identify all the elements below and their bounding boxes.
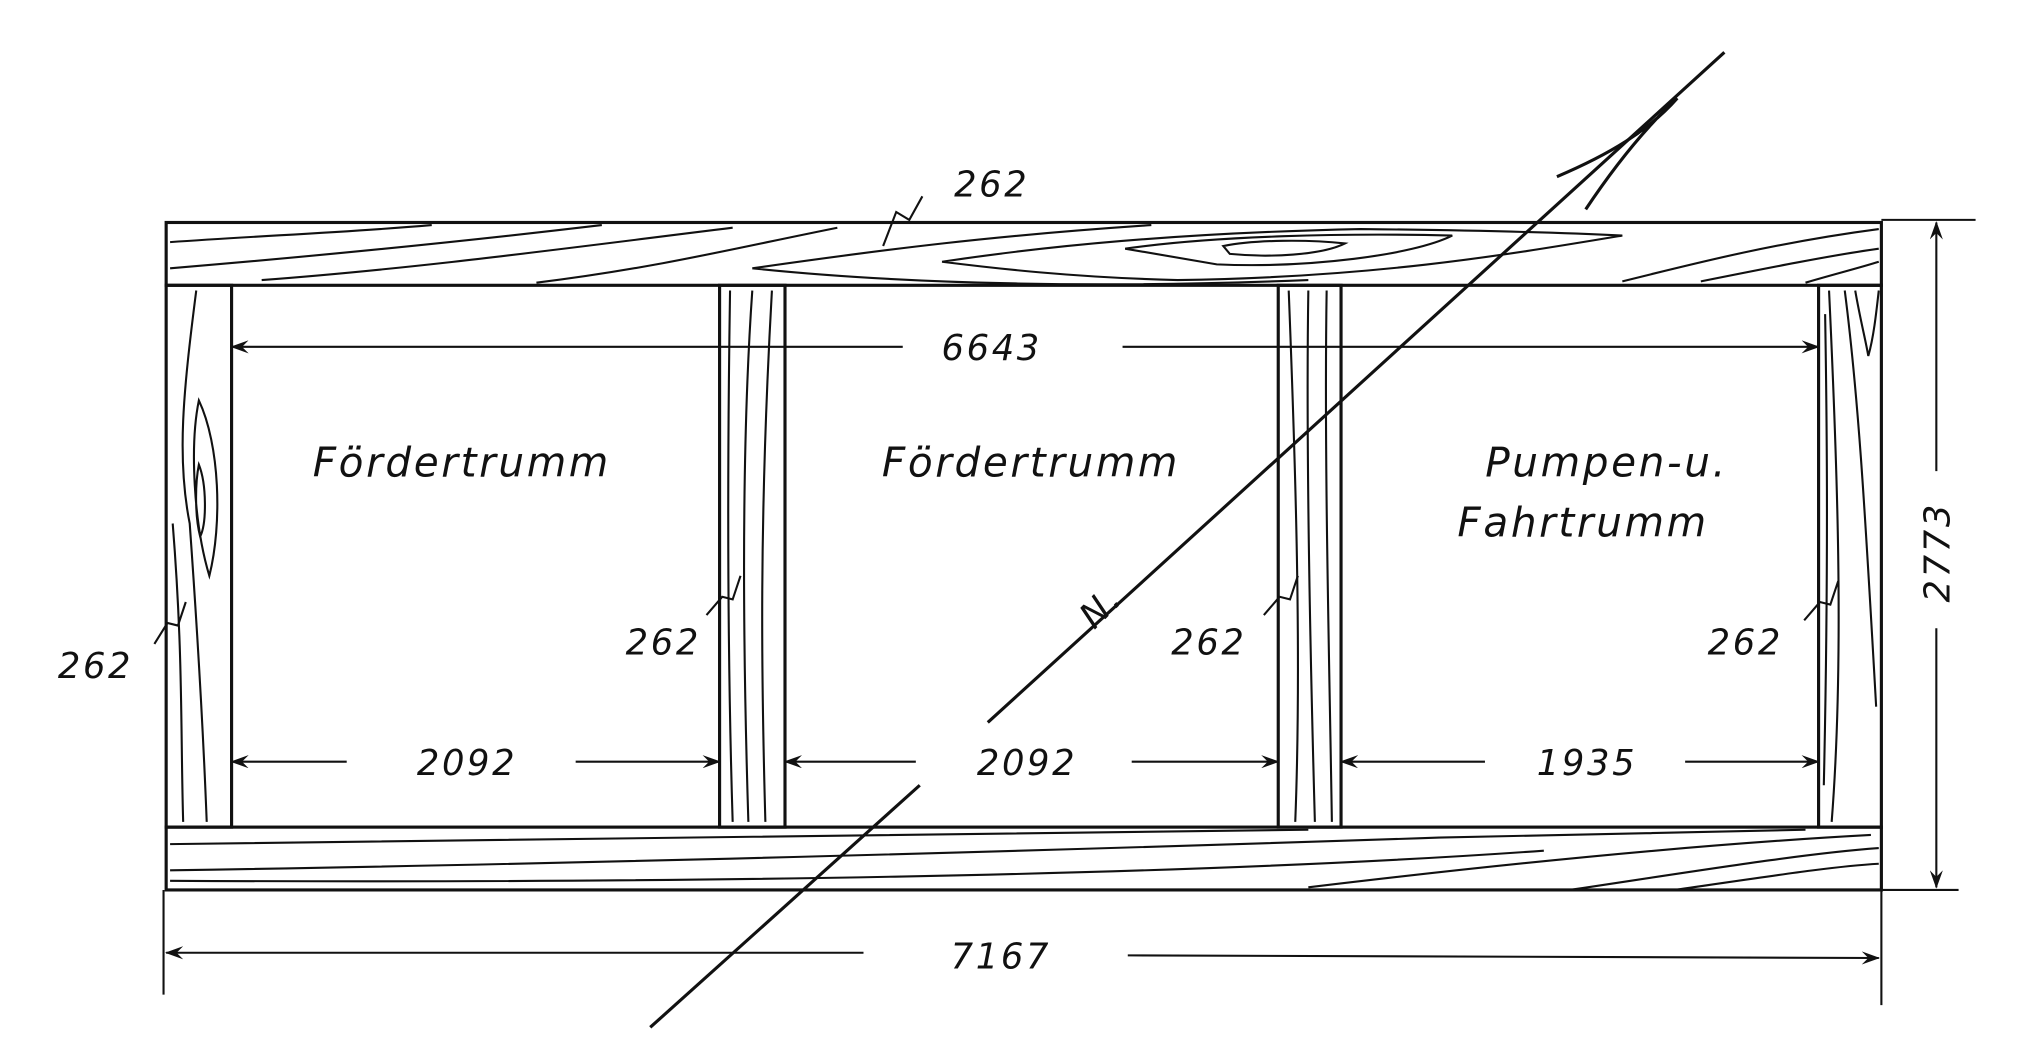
dimension-outer-height: 2773	[1881, 218, 1976, 891]
post-right	[1817, 283, 1883, 829]
dimension-compartment-3: 1935	[1339, 743, 1820, 784]
outer-width-label: 7167	[951, 936, 1051, 977]
callout-post-left: 262	[58, 601, 187, 687]
post-2	[718, 283, 787, 829]
compartment-3-label-line2: Fahrtrumm	[1457, 499, 1708, 547]
compartment-3-width: 1935	[1537, 743, 1637, 784]
compartment-1-label: Fördertrumm	[313, 438, 611, 486]
dimension-compartment-2: 2092	[783, 743, 1280, 784]
dimension-compartment-1: 2092	[230, 743, 721, 784]
post-2-thickness: 262	[626, 622, 701, 663]
north-label: N.	[1072, 577, 1131, 636]
post-right-thickness: 262	[1708, 622, 1783, 663]
top-beam-thickness: 262	[954, 164, 1029, 205]
callout-post-right: 262	[1708, 580, 1840, 663]
bottom-beam	[164, 825, 1883, 892]
post-3	[1276, 283, 1343, 829]
top-beam	[164, 220, 1883, 287]
post-left	[164, 283, 234, 829]
callout-post-3: 262	[1171, 575, 1299, 663]
dimension-outer-width: 7167	[162, 889, 1883, 1006]
inner-width-label: 6643	[942, 328, 1042, 369]
compartment-2-label: Fördertrumm	[882, 438, 1180, 486]
post-3-thickness: 262	[1171, 622, 1246, 663]
compartment-3-label-line1: Pumpen-u.	[1485, 438, 1728, 486]
compartment-1-width: 2092	[417, 743, 517, 784]
compartment-2-width: 2092	[977, 743, 1077, 784]
callout-top-beam: 262	[882, 164, 1029, 247]
callout-post-2: 262	[626, 575, 742, 663]
post-left-thickness: 262	[58, 646, 133, 687]
outer-height-label: 2773	[1917, 502, 1958, 602]
dimension-inner-width: 6643	[230, 328, 1820, 369]
